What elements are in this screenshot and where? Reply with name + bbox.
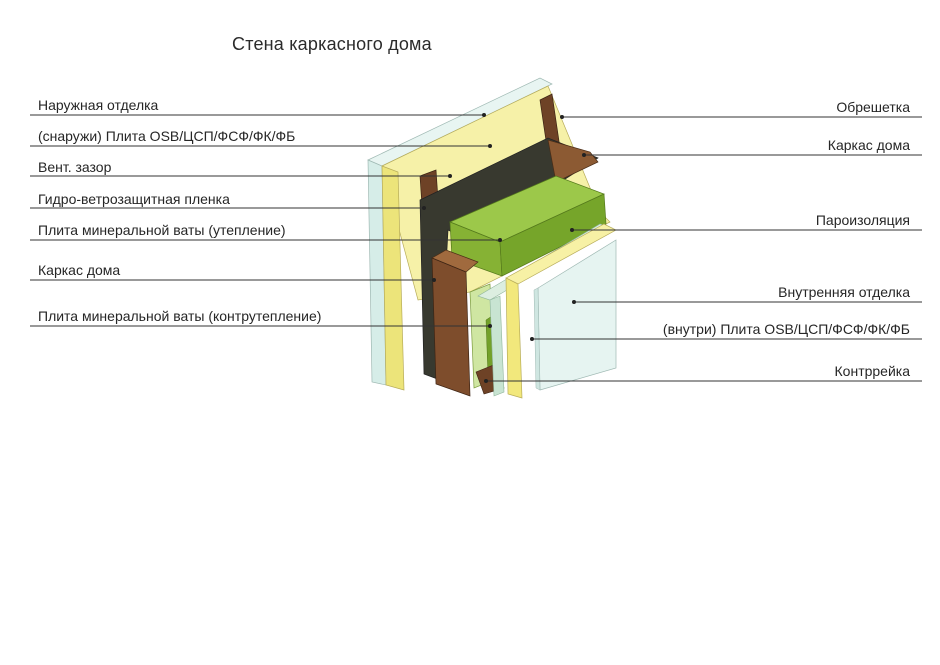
leader-lines-left <box>30 114 500 327</box>
label-wool-contra: Плита минеральной ваты (контрутепление) <box>38 308 322 324</box>
label-batten: Обрешетка <box>836 99 910 115</box>
label-vent-gap: Вент. зазор <box>38 159 112 175</box>
label-osb-outer: (снаружи) Плита OSB/ЦСП/ФСФ/ФК/ФБ <box>38 128 296 144</box>
label-outer-finish: Наружная отделка <box>38 97 159 113</box>
layer-frame-top <box>547 139 599 183</box>
layer-frame-stud <box>431 257 471 397</box>
leader-dots-right <box>484 115 586 383</box>
leader-dots-left <box>422 113 502 328</box>
layer-wool-side <box>499 193 607 277</box>
label-frame-left: Каркас дома <box>38 262 121 278</box>
label-osb-inner: (внутри) Плита OSB/ЦСП/ФСФ/ФК/ФБ <box>662 321 910 337</box>
layer-osb-inner-face <box>505 277 523 399</box>
label-membrane: Гидро-ветрозащитная пленка <box>38 191 230 207</box>
layer-osb-outer-face <box>381 165 405 391</box>
leader-lines-right <box>486 116 922 382</box>
label-wool: Плита минеральной ваты (утепление) <box>38 222 286 238</box>
layer-vapor-barrier-face <box>489 295 505 397</box>
diagram-title: Стена каркасного дома <box>232 34 432 54</box>
label-inner-finish: Внутренняя отделка <box>778 284 910 300</box>
label-counter-batten: Контррейка <box>834 363 910 379</box>
label-vapor-barrier: Пароизоляция <box>815 212 910 228</box>
label-frame-right: Каркас дома <box>827 137 910 153</box>
